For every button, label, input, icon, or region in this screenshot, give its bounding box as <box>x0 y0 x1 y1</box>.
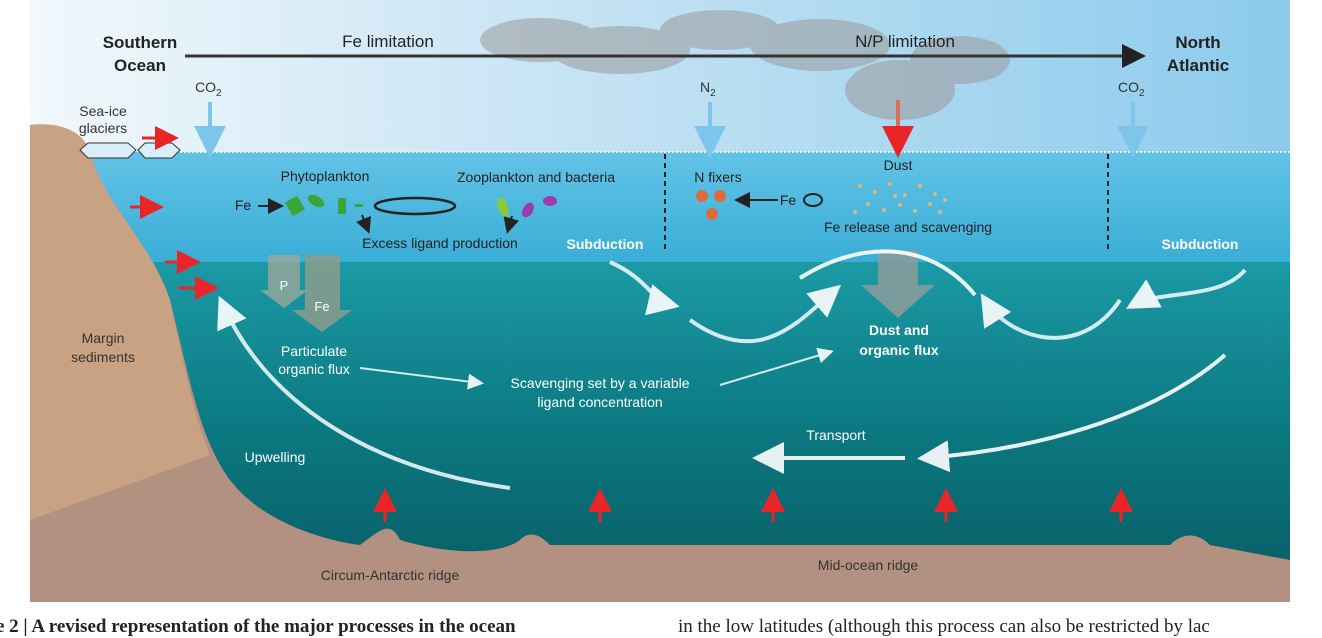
svg-text:Mid-ocean ridge: Mid-ocean ridge <box>818 557 919 573</box>
svg-text:Zooplankton and bacteria: Zooplankton and bacteria <box>457 169 615 185</box>
svg-text:North: North <box>1175 33 1220 52</box>
cycle-arrows <box>373 196 457 216</box>
svg-text:sediments: sediments <box>71 349 135 365</box>
sky <box>30 0 1290 152</box>
svg-text:Dust and: Dust and <box>869 322 929 338</box>
svg-text:Transport: Transport <box>806 427 866 443</box>
svg-text:N2: N2 <box>700 79 716 99</box>
circulation-arrows <box>217 249 1247 490</box>
surface-layer <box>30 152 1290 262</box>
svg-text:glaciers: glaciers <box>79 120 127 136</box>
svg-text:Scavenging set by a variable: Scavenging set by a variable <box>511 375 690 391</box>
svg-text:Atlantic: Atlantic <box>1167 56 1229 75</box>
svg-text:CO2: CO2 <box>195 79 222 99</box>
phytoplankton-icons <box>284 194 363 217</box>
svg-text:Phytoplankton: Phytoplankton <box>281 168 370 184</box>
caption-right: in the low latitudes (although this proc… <box>678 616 1210 637</box>
svg-text:Sea-ice: Sea-ice <box>79 103 127 119</box>
continental-margin <box>30 124 210 520</box>
svg-text:Ocean: Ocean <box>114 56 166 75</box>
svg-text:P: P <box>280 278 289 293</box>
svg-text:Fe: Fe <box>235 197 252 213</box>
svg-text:Particulate: Particulate <box>281 343 347 359</box>
svg-text:organic flux: organic flux <box>278 361 350 377</box>
caption-left: e 2 | A revised representation of the ma… <box>0 616 516 637</box>
svg-text:Margin: Margin <box>82 330 125 346</box>
svg-text:Subduction: Subduction <box>1162 236 1239 252</box>
np-limitation-label: N/P limitation <box>855 32 955 51</box>
red-arrows <box>130 126 1133 522</box>
svg-text:Excess ligand production: Excess ligand production <box>362 235 518 251</box>
dust-particles <box>853 182 947 214</box>
svg-text:Fe: Fe <box>314 299 329 314</box>
svg-text:Upwelling: Upwelling <box>245 449 306 465</box>
svg-text:Subduction: Subduction <box>567 236 644 252</box>
svg-text:Dust: Dust <box>884 157 913 173</box>
zooplankton-icons <box>497 196 557 218</box>
svg-text:Fe: Fe <box>780 192 797 208</box>
svg-text:Circum-Antarctic ridge: Circum-Antarctic ridge <box>321 567 460 583</box>
seafloor-margin <box>30 124 1290 602</box>
fe-limitation-label: Fe limitation <box>342 32 434 51</box>
svg-text:Fe release and scavenging: Fe release and scavenging <box>824 219 992 235</box>
sea-ice <box>79 142 181 159</box>
svg-text:Southern: Southern <box>103 33 178 52</box>
svg-text:N fixers: N fixers <box>694 169 741 185</box>
clouds <box>480 10 1010 120</box>
svg-text:ligand concentration: ligand concentration <box>537 394 662 410</box>
svg-text:organic flux: organic flux <box>859 342 939 358</box>
svg-text:CO2: CO2 <box>1118 79 1145 99</box>
n-fixer-icons <box>696 190 726 220</box>
